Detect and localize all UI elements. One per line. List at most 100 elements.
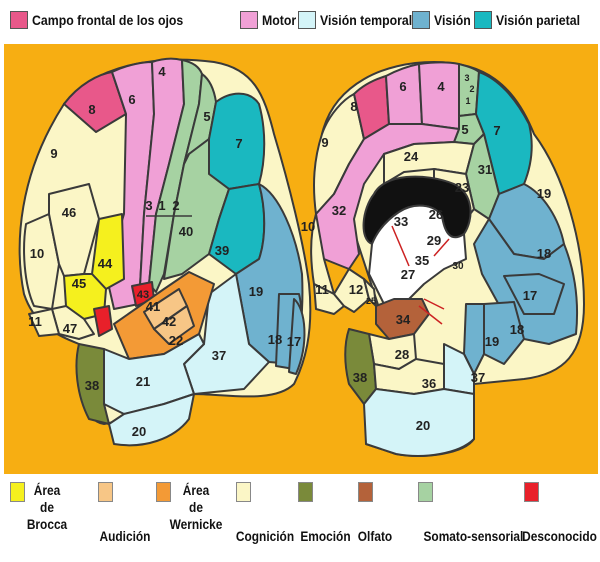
area-label: 27 [401,267,415,282]
area-label: 22 [169,333,183,348]
area-label: 5 [203,109,210,124]
area-label: 44 [98,256,113,271]
legend-line: de [26,499,69,516]
area-label: 20 [416,418,430,433]
legend-swatch-audition [98,482,113,502]
legend-label: Visión temporal [320,12,412,28]
area-label: 24 [404,149,419,164]
area-label: 1 [158,198,165,213]
area-label: 30 [452,261,464,272]
legend-label-somatosensory: Somato-sensorial [424,528,509,545]
legend-line: Emoción [300,528,349,545]
area-label: 37 [212,348,226,363]
area-label: 4 [158,64,166,79]
legend-line: Área [26,482,69,499]
legend-line: Wernicke [169,516,223,533]
legend-swatch-somatosensory [418,482,433,502]
area-label: 18 [510,322,524,337]
area-label: 33 [394,214,408,229]
legend-label-olfaction: Olfato [354,528,397,545]
area-label: 21 [136,374,150,389]
top-legend: Campo frontal de los ojos Motor Visión t… [0,0,600,40]
legend-swatch-olfaction [358,482,373,502]
legend-label-cognition: Cognición [235,528,295,545]
area-label: 11 [315,282,329,297]
legend-swatch [10,11,28,29]
legend-label-wernicke: Área de Wernicke [169,482,223,533]
area-label: 11 [28,314,42,329]
area-label: 45 [72,276,86,291]
bottom-legend: Área de Brocca Audición Área de Wernicke… [0,478,600,562]
area-label: 8 [88,102,95,117]
area-label: 19 [485,334,499,349]
area-label: 40 [179,224,193,239]
legend-label-unknown: Desconocido [522,528,592,545]
area-label: 10 [30,246,44,261]
area-label: 18 [537,246,551,261]
area-label: 3 [145,198,152,213]
area-label: 38 [353,370,367,385]
area-label: 18 [268,332,282,347]
legend-line: Brocca [26,516,69,533]
legend-label-emotion: Emoción [300,528,349,545]
area-label: 23 [455,180,469,195]
legend-label-audition: Audición [97,528,153,545]
area-label: 42 [162,314,176,329]
area-label: 8 [350,99,357,114]
area-label: 41 [146,299,160,314]
area-label: 6 [128,92,135,107]
legend-line: Somato-sensorial [424,528,509,545]
legend-swatch [298,11,316,29]
area-label: 46 [62,205,76,220]
area-label: 7 [235,136,242,151]
area-label: 17 [287,334,301,349]
legend-swatch [474,11,492,29]
legend-item-temporal-vision: Visión temporal [298,10,425,30]
legend-swatch-unknown [524,482,539,502]
legend-swatch-cognition [236,482,251,502]
legend-swatch [240,11,258,29]
legend-item-motor: Motor [240,10,301,30]
legend-swatch [412,11,430,29]
area-label: 20 [132,424,146,439]
area-label: 3 [464,73,469,83]
legend-line: Área [169,482,223,499]
area-label: 2 [469,84,474,94]
legend-item-parietal-vision: Visión parietal [474,10,591,30]
area-label: 28 [395,347,409,362]
legend-item-vision: Visión [412,10,476,30]
area-label: 2 [172,198,179,213]
legend-line: Cognición [235,528,295,545]
area-label: 4 [437,79,445,94]
area-label: 17 [523,288,537,303]
legend-label: Motor [262,12,296,28]
area-label: 39 [215,243,229,258]
legend-line: Olfato [354,528,397,545]
legend-label: Campo frontal de los ojos [32,12,183,28]
area-label: 19 [537,186,551,201]
legend-label: Visión parietal [496,12,580,28]
area-label: 37 [471,370,485,385]
legend-swatch-broca [10,482,25,502]
area-label: 29 [427,233,441,248]
area-label: 36 [422,376,436,391]
area-label: 10 [301,219,315,234]
brodmann-diagram: 8 6 4 5 7 9 46 10 44 45 47 11 43 41 42 2… [4,44,598,474]
area-medial-6 [386,64,422,124]
area-label: 31 [478,162,492,177]
area-label: 6 [399,79,406,94]
area-medial-4 [419,63,459,130]
legend-line: de [169,499,223,516]
legend-item-eye-field: Campo frontal de los ojos [10,10,204,30]
area-label: 5 [461,122,468,137]
legend-label-broca: Área de Brocca [26,482,69,533]
area-label: 9 [321,135,328,150]
area-label: 25 [366,296,376,306]
area-label: 26 [429,207,443,222]
area-label: 32 [332,203,346,218]
area-label: 1 [465,96,470,106]
area-label: 7 [493,123,500,138]
legend-line: Desconocido [522,528,592,545]
area-label: 35 [415,253,429,268]
legend-swatch-emotion [298,482,313,502]
